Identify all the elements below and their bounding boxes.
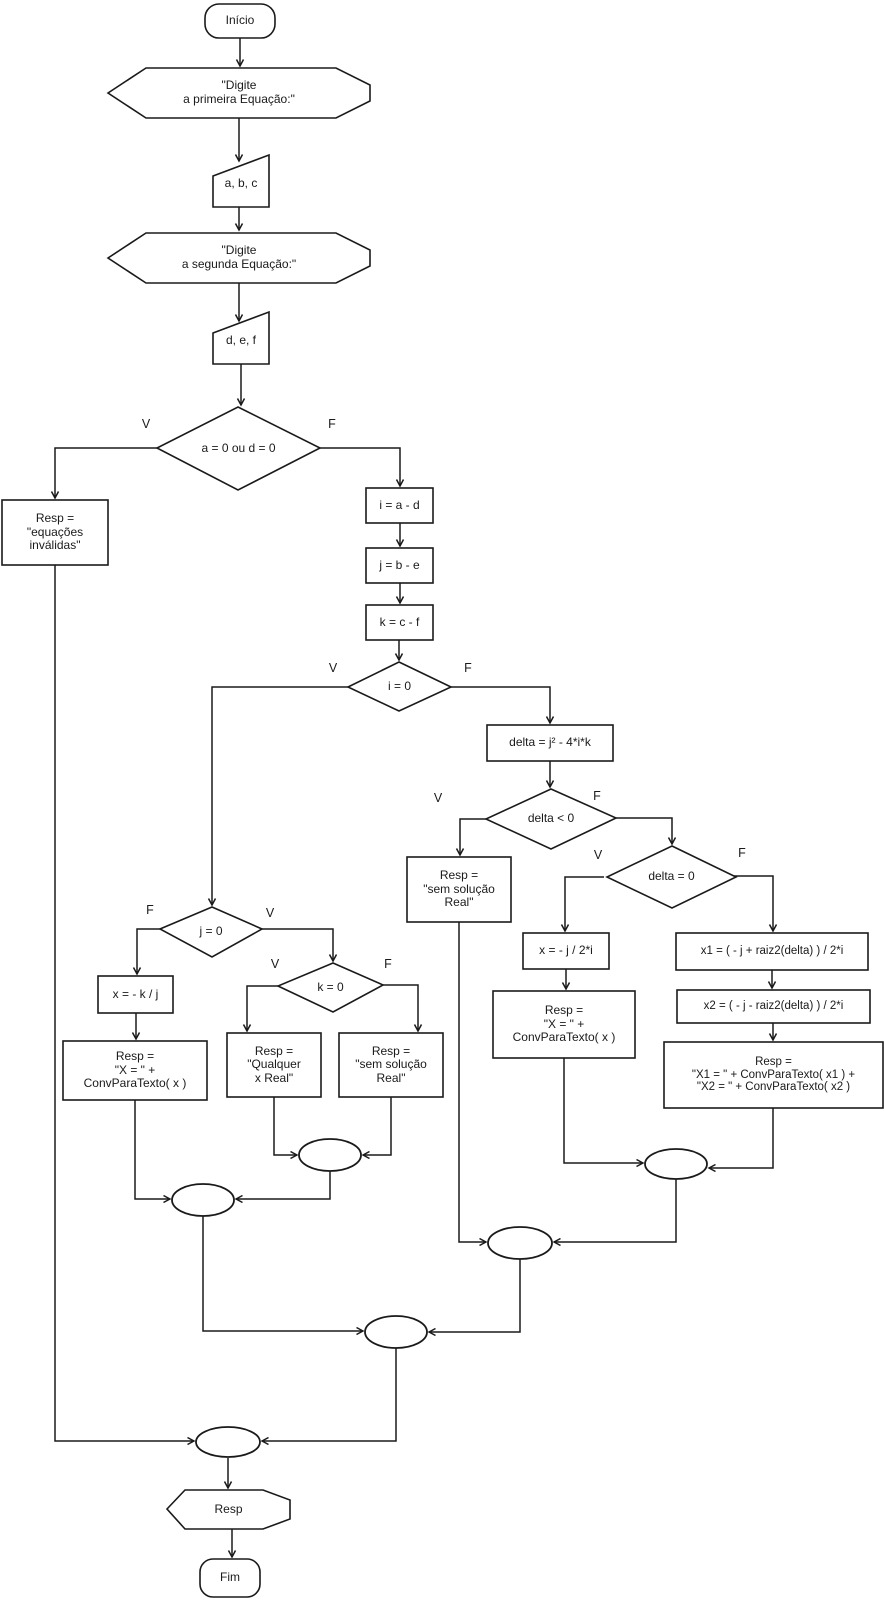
process-resp-x-kj-label: Resp ="X = " +ConvParaTexto( x ) [83, 1049, 187, 1091]
process-i-label: i = a - d [379, 497, 420, 512]
edge-merge2-merge4 [202, 1216, 363, 1331]
edge-dec4-v [247, 985, 278, 1031]
edge-merger-mergemid [554, 1179, 677, 1242]
edge-ssr2-mergemid [458, 922, 486, 1242]
edge-merge4-merge5 [262, 1348, 397, 1441]
input-def [212, 310, 270, 365]
process-x-2i [522, 932, 610, 970]
edge-dec6-f [733, 875, 773, 931]
decision-a0-ou-d0 [155, 406, 322, 491]
decision-i0-label: i = 0 [387, 678, 411, 693]
edge-dec2-v [212, 686, 348, 905]
branch-label-dec5-v: V [433, 791, 443, 805]
process-k-label: k = c - f [379, 614, 420, 629]
terminator-fim-label: Fim [220, 1570, 240, 1585]
process-x2-label: x2 = ( - j - raiz2(delta) ) / 2*i [703, 1000, 844, 1012]
branch-label-dec6-f: F [738, 846, 746, 860]
decision-delta-lt0-label: delta < 0 [527, 811, 575, 826]
display-digite-segunda [106, 232, 371, 284]
branch-label-dec1-f: F [328, 417, 336, 431]
merge-circle-delta [487, 1226, 553, 1260]
branch-label-dec4-v: V [270, 957, 280, 971]
input-abc [212, 153, 270, 208]
edge-dec3-v [262, 928, 333, 961]
decision-j0-label: j = 0 [199, 924, 223, 939]
branch-label-dec6-v: V [593, 848, 603, 862]
process-j [365, 547, 434, 584]
process-resp-sem-solucao-2 [406, 856, 512, 923]
process-resp-x1x2 [663, 1041, 884, 1109]
edge-invalidas-merge5 [54, 565, 194, 1441]
decision-a0-ou-d0-label: a = 0 ou d = 0 [201, 440, 276, 455]
branch-label-dec2-f: F [464, 661, 472, 675]
process-x1 [675, 932, 869, 971]
edge-dec1-v [55, 447, 157, 498]
branch-label-dec2-v: V [328, 661, 338, 675]
decision-i0 [346, 661, 453, 712]
decision-delta-eq0-label: delta = 0 [648, 869, 695, 884]
decision-delta-lt0 [484, 788, 618, 850]
edge-dec2-f [451, 686, 550, 723]
edge-dec5-v [460, 818, 486, 855]
branch-label-dec5-f: F [593, 789, 601, 803]
decision-j0 [158, 906, 264, 958]
process-resp-x-kj [62, 1040, 208, 1101]
edge-respxkj-merge2 [134, 1100, 170, 1199]
process-resp-qualquer [226, 1032, 322, 1098]
edge-merge1-merge2 [236, 1171, 331, 1199]
merge-circle-delta-eq [644, 1148, 708, 1180]
edge-respx1x2-merger [709, 1108, 774, 1168]
terminator-inicio [204, 3, 276, 39]
display-resp [165, 1489, 291, 1530]
merge-circle-i [364, 1315, 428, 1349]
decision-k0-label: k = 0 [317, 979, 344, 994]
process-resp-sem-solucao-1 [338, 1032, 444, 1098]
edge-dec1-f [320, 447, 400, 486]
display-resp-label: Resp [214, 1501, 243, 1516]
edge-mergemid-merge4 [429, 1259, 521, 1332]
process-i [365, 487, 434, 524]
process-resp-x1x2-label: Resp ="X1 = " + ConvParaTexto( x1 ) +"X2… [691, 1055, 856, 1094]
process-x2 [676, 989, 871, 1024]
merge-circle-final [195, 1426, 261, 1458]
edge-dec5-f [616, 817, 672, 844]
process-k [365, 604, 434, 641]
merge-circle-j [171, 1183, 235, 1217]
edge-dec4-f [383, 984, 418, 1031]
branch-label-dec3-v: V [265, 906, 275, 920]
edge-dec6-v [565, 876, 604, 931]
edge-ssr1-merge1 [363, 1097, 392, 1155]
process-delta [486, 724, 614, 762]
process-resp-x-2i [492, 990, 636, 1059]
input-def-label: d, e, f [225, 333, 257, 348]
process-delta-label: delta = j² - 4*i*k [509, 735, 591, 750]
branch-label-dec3-f: F [146, 903, 154, 917]
process-x-2i-label: x = - j / 2*i [539, 943, 593, 958]
process-x1-label: x1 = ( - j + raiz2(delta) ) / 2*i [700, 945, 844, 957]
merge-circle-k [298, 1138, 362, 1172]
process-x-kj-label: x = - k / j [112, 986, 159, 1001]
display-digite-primeira [106, 67, 371, 119]
edge-qualquer-merge1 [273, 1097, 297, 1155]
process-j-label: j = b - e [379, 557, 420, 572]
input-abc-label: a, b, c [224, 176, 258, 191]
process-resp-equacoes-invalidas [1, 499, 109, 566]
process-resp-x-2i-label: Resp ="X = " +ConvParaTexto( x ) [512, 1003, 616, 1045]
decision-delta-eq0 [605, 845, 738, 909]
terminator-inicio-label: Início [225, 13, 255, 28]
edge-respx2i-merger [563, 1058, 643, 1163]
branch-label-dec1-v: V [141, 417, 151, 431]
decision-k0 [276, 962, 385, 1013]
terminator-fim [199, 1558, 261, 1598]
process-x-kj [97, 975, 174, 1014]
edge-dec3-f [137, 928, 160, 974]
branch-label-dec4-f: F [384, 957, 392, 971]
